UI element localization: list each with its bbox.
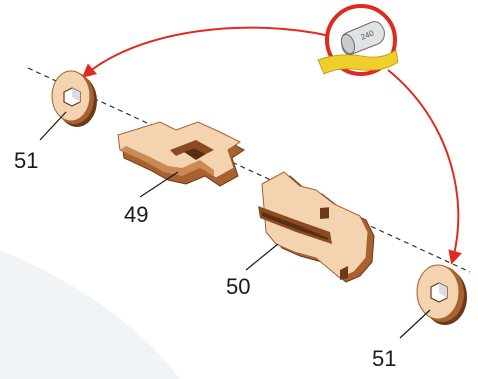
sandpaper-roll-icon: 240	[317, 21, 399, 75]
leader-plate-50	[245, 243, 279, 271]
assembly-axis	[27, 67, 471, 273]
leader-plate-49	[139, 171, 179, 198]
washer-right	[416, 264, 467, 325]
arrow-to-left-washer	[81, 26, 331, 78]
background-wash	[0, 250, 180, 379]
leader-washer-left	[39, 111, 67, 141]
label-washer-left: 51	[14, 148, 38, 173]
label-plate-49: 49	[124, 202, 148, 227]
sandpaper-callout: 240	[317, 4, 399, 76]
washer-left	[51, 70, 97, 127]
leader-washer-right	[399, 309, 431, 339]
label-washer-right: 51	[372, 346, 396, 371]
plate-49	[117, 121, 245, 187]
arrow-to-right-washer	[387, 69, 462, 265]
label-plate-50: 50	[226, 274, 250, 299]
plate-50	[258, 171, 375, 283]
